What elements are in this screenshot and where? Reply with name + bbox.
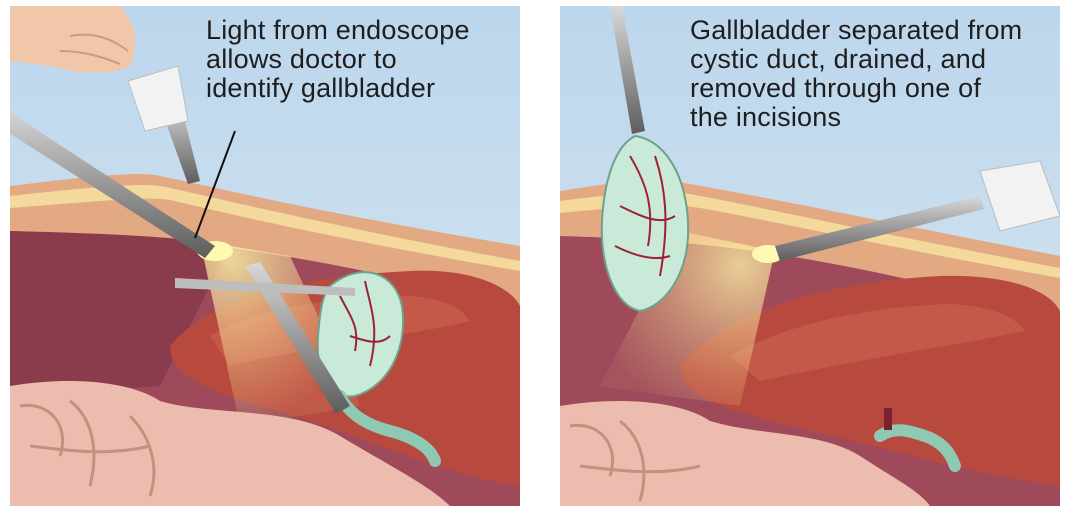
duct-clip xyxy=(884,408,892,430)
left-panel: Light from endoscope allows doctor to id… xyxy=(10,6,520,506)
caption-endoscope-light: Light from endoscope allows doctor to id… xyxy=(206,16,516,103)
right-panel: Gallbladder separated from cystic duct, … xyxy=(560,6,1060,506)
caption-gallbladder-removal: Gallbladder separated from cystic duct, … xyxy=(690,16,1055,132)
